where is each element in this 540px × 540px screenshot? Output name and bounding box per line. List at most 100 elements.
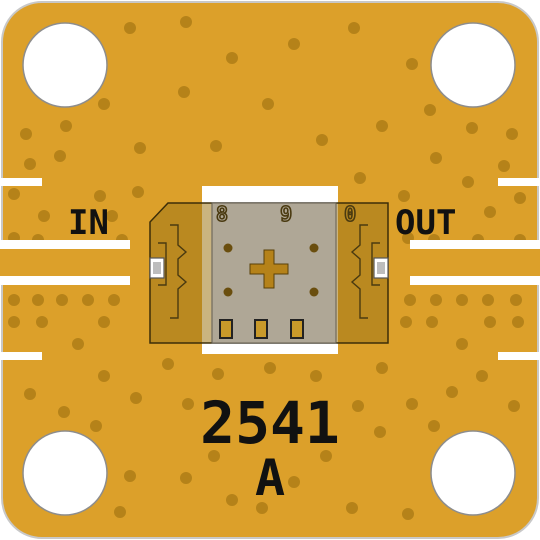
via-icon — [226, 52, 238, 64]
via-icon — [8, 188, 20, 200]
via-icon — [354, 172, 366, 184]
via-icon — [98, 370, 110, 382]
via-icon — [430, 294, 442, 306]
die-pad — [223, 243, 233, 253]
die-bottom-pad — [219, 319, 233, 339]
via-icon — [310, 370, 322, 382]
via-icon — [406, 58, 418, 70]
via-field — [8, 16, 526, 520]
via-icon — [376, 120, 388, 132]
via-icon — [482, 294, 494, 306]
via-icon — [484, 316, 496, 328]
via-icon — [124, 22, 136, 34]
via-icon — [256, 502, 268, 514]
via-icon — [352, 400, 364, 412]
via-icon — [108, 294, 120, 306]
output-label: OUT — [395, 203, 456, 243]
package-leads-right — [350, 224, 380, 319]
mounting-hole-icon — [22, 22, 108, 108]
fiducial-cross-icon — [249, 249, 289, 289]
via-icon — [406, 398, 418, 410]
via-icon — [398, 190, 410, 202]
die-pad — [223, 287, 233, 297]
via-icon — [98, 316, 110, 328]
via-icon — [456, 338, 468, 350]
via-icon — [400, 316, 412, 328]
part-number-label: 2541 — [200, 389, 340, 457]
via-icon — [446, 386, 458, 398]
mounting-hole-icon — [430, 22, 516, 108]
via-icon — [430, 152, 442, 164]
via-icon — [320, 450, 332, 462]
via-icon — [402, 508, 414, 520]
via-icon — [428, 420, 440, 432]
via-icon — [82, 294, 94, 306]
via-icon — [56, 294, 68, 306]
via-icon — [180, 472, 192, 484]
via-icon — [476, 370, 488, 382]
rf-isolation-gaps — [0, 178, 540, 360]
via-icon — [510, 294, 522, 306]
via-icon — [426, 316, 438, 328]
via-icon — [262, 98, 274, 110]
via-icon — [162, 358, 174, 370]
via-icon — [424, 104, 436, 116]
via-icon — [180, 16, 192, 28]
via-icon — [60, 120, 72, 132]
via-icon — [210, 140, 222, 152]
via-icon — [264, 362, 276, 374]
mounting-hole-icon — [22, 430, 108, 516]
via-icon — [462, 176, 474, 188]
via-icon — [484, 206, 496, 218]
via-icon — [124, 470, 136, 482]
die-pad — [309, 243, 319, 253]
via-icon — [54, 150, 66, 162]
input-label: IN — [68, 203, 109, 243]
via-icon — [114, 506, 126, 518]
via-icon — [514, 192, 526, 204]
via-icon — [346, 502, 358, 514]
via-icon — [182, 398, 194, 410]
via-icon — [288, 38, 300, 50]
via-icon — [226, 494, 238, 506]
die-bottom-pad — [254, 319, 268, 339]
via-icon — [506, 128, 518, 140]
via-icon — [38, 210, 50, 222]
via-icon — [36, 316, 48, 328]
via-icon — [512, 316, 524, 328]
via-icon — [24, 158, 36, 170]
via-icon — [376, 362, 388, 374]
via-icon — [404, 294, 416, 306]
die-bottom-pad — [290, 319, 304, 339]
via-icon — [32, 294, 44, 306]
via-icon — [130, 392, 142, 404]
via-icon — [374, 426, 386, 438]
via-icon — [58, 406, 70, 418]
via-icon — [106, 210, 118, 222]
via-icon — [348, 22, 360, 34]
via-icon — [94, 190, 106, 202]
via-icon — [178, 86, 190, 98]
via-icon — [316, 134, 328, 146]
via-icon — [508, 400, 520, 412]
via-icon — [8, 294, 20, 306]
via-icon — [8, 316, 20, 328]
via-icon — [90, 420, 102, 432]
die-marking: 8 9 0 — [216, 202, 376, 226]
via-icon — [132, 186, 144, 198]
via-icon — [498, 160, 510, 172]
via-icon — [212, 368, 224, 380]
via-icon — [466, 122, 478, 134]
revision-label: A — [255, 449, 285, 507]
rf-trace-output — [388, 249, 540, 276]
via-icon — [20, 128, 32, 140]
mounting-hole-icon — [430, 430, 516, 516]
via-icon — [24, 388, 36, 400]
via-icon — [208, 450, 220, 462]
die-pad — [309, 287, 319, 297]
via-icon — [98, 98, 110, 110]
via-icon — [456, 294, 468, 306]
rf-trace-input — [0, 249, 150, 276]
package-leads-left — [158, 224, 188, 319]
